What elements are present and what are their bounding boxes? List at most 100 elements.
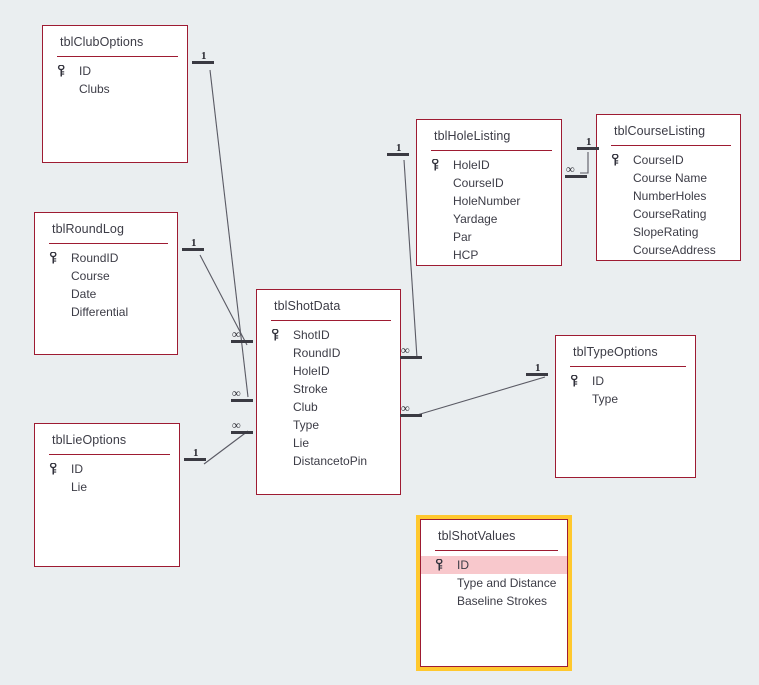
cardinality-bar (565, 175, 587, 178)
field-row[interactable]: Club (257, 398, 400, 416)
cardinality-bar (231, 399, 253, 402)
field-name: Yardage (453, 212, 498, 226)
field-row[interactable]: ID (35, 460, 179, 478)
cardinality-bar (182, 248, 204, 251)
field-row[interactable]: Differential (35, 303, 177, 321)
key-icon (435, 559, 455, 571)
field-row[interactable]: HoleID (257, 362, 400, 380)
field-row[interactable]: Type and Distance (421, 574, 567, 592)
cardinality-bar (192, 61, 214, 64)
field-row[interactable]: Lie (35, 478, 179, 496)
field-name: Baseline Strokes (457, 594, 548, 608)
field-list: ID Clubs (43, 57, 187, 98)
table-title-divider (570, 366, 686, 367)
field-name: HoleNumber (453, 194, 521, 208)
field-name: SlopeRating (633, 225, 699, 239)
field-name: ID (79, 64, 91, 78)
field-row[interactable]: Baseline Strokes (421, 592, 567, 610)
field-row[interactable]: ID (556, 372, 695, 390)
table-title: tblRoundLog (52, 222, 124, 236)
field-row[interactable]: Par (417, 228, 561, 246)
field-row[interactable]: CourseAddress (597, 241, 740, 259)
field-row[interactable]: HoleID (417, 156, 561, 174)
relationship-line-rel-shotData-typeOptions[interactable] (416, 376, 546, 416)
field-name: HoleID (293, 364, 330, 378)
field-name: CourseRating (633, 207, 707, 221)
field-row[interactable]: RoundID (257, 344, 400, 362)
field-row[interactable]: Type (257, 416, 400, 434)
field-row[interactable]: CourseRating (597, 205, 740, 223)
table-title: tblLieOptions (52, 433, 127, 447)
cardinality-label: ∞ (566, 162, 575, 176)
cardinality-bar (400, 356, 422, 359)
field-row[interactable]: ID (43, 62, 187, 80)
field-row[interactable]: CourseID (417, 174, 561, 192)
cardinality-label: 1 (396, 142, 402, 154)
field-row[interactable]: Yardage (417, 210, 561, 228)
field-name: CourseID (633, 153, 684, 167)
cardinality-bar (526, 373, 548, 376)
field-name: HoleID (453, 158, 490, 172)
cardinality-label: ∞ (232, 386, 241, 400)
key-icon (570, 375, 590, 387)
field-row[interactable]: Course (35, 267, 177, 285)
table-title-divider (57, 56, 178, 57)
field-name: Stroke (293, 382, 328, 396)
field-row[interactable]: ID (421, 556, 567, 574)
field-row[interactable]: CourseID (597, 151, 740, 169)
relationship-line-rel-clubOptions-shotData[interactable] (209, 69, 249, 398)
table-title: tblShotValues (438, 529, 516, 543)
field-row[interactable]: RoundID (35, 249, 177, 267)
cardinality-label: ∞ (401, 401, 410, 415)
relationship-line-rel-lieOptions-shotData[interactable] (203, 430, 249, 465)
table-title-divider (431, 150, 552, 151)
field-name: ID (592, 374, 604, 388)
field-name: ID (71, 462, 83, 476)
field-row[interactable]: Stroke (257, 380, 400, 398)
field-row[interactable]: Type (556, 390, 695, 408)
key-icon (611, 154, 631, 166)
field-row[interactable]: ShotID (257, 326, 400, 344)
field-row[interactable]: SlopeRating (597, 223, 740, 241)
table-title-divider (435, 550, 558, 551)
field-row[interactable]: Clubs (43, 80, 187, 98)
table-title-divider (49, 243, 168, 244)
cardinality-bar (231, 340, 253, 343)
field-row[interactable]: Lie (257, 434, 400, 452)
field-name: Course (71, 269, 110, 283)
table-title: tblCourseListing (614, 124, 706, 138)
cardinality-label: ∞ (401, 343, 410, 357)
field-list: ID Lie (35, 455, 179, 496)
field-name: Course Name (633, 171, 708, 185)
key-icon (49, 252, 69, 264)
field-name: Club (293, 400, 318, 414)
field-row[interactable]: Date (35, 285, 177, 303)
field-name: ID (457, 558, 469, 572)
table-title: tblTypeOptions (573, 345, 658, 359)
field-row[interactable]: HCP (417, 246, 561, 264)
field-row[interactable]: HoleNumber (417, 192, 561, 210)
field-row[interactable]: Course Name (597, 169, 740, 187)
cardinality-label: ∞ (232, 327, 241, 341)
field-name: HCP (453, 248, 479, 262)
relationship-line-rel-holeListing-courseListing[interactable] (580, 152, 589, 174)
field-name: Type (293, 418, 320, 432)
field-name: NumberHoles (633, 189, 707, 203)
cardinality-label: 1 (535, 362, 541, 374)
table-title: tblShotData (274, 299, 341, 313)
cardinality-label: 1 (191, 237, 197, 249)
field-row[interactable]: NumberHoles (597, 187, 740, 205)
field-row[interactable]: DistancetoPin (257, 452, 400, 470)
field-name: RoundID (293, 346, 341, 360)
